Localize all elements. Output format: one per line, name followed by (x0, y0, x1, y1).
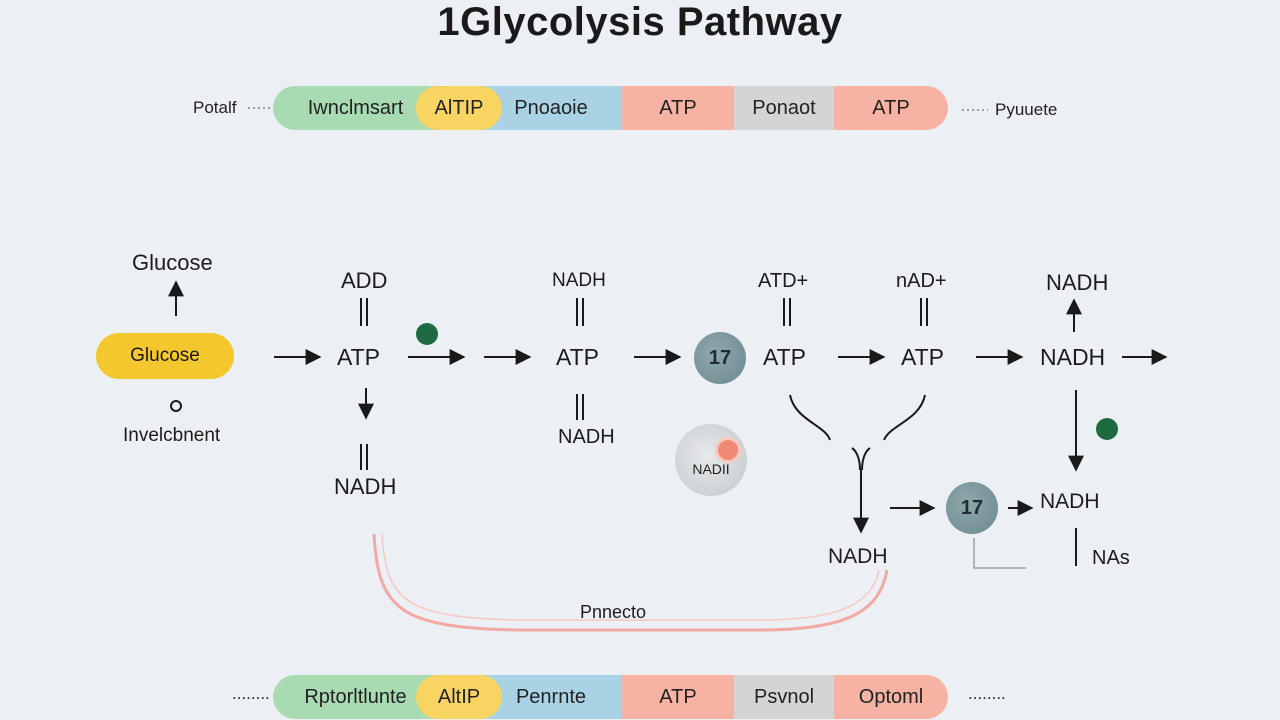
top-stage-bar: Iwnclmsart AlTIP Pnoaoie ATP Ponaot ATP (273, 86, 958, 130)
enzyme-node-2: 17 (946, 482, 998, 534)
nadh-1-label: NADH (334, 474, 397, 499)
nadh-2-label: NADH (558, 426, 615, 448)
nadh-circle-label: NADII (692, 461, 730, 477)
top-seg-5: Ponaot (734, 86, 834, 130)
top-bar-left-label: Potalf (193, 98, 237, 117)
atp-1-label: ATP (337, 344, 381, 370)
add-label: ADD (341, 268, 388, 293)
atp-3-label: ATP (763, 344, 807, 370)
glucose-pill: Glucose (96, 333, 234, 379)
top-bar-right-label: Pyuuete (995, 100, 1058, 119)
bottom-seg-6: Optoml (834, 675, 948, 719)
nadh-plus-label: NADH (552, 270, 606, 291)
top-seg-2: AlTIP (416, 86, 502, 130)
atd-plus-label: ATD+ (758, 270, 809, 292)
bottom-seg-2: AltIP (416, 675, 502, 719)
nas-label: NAs (1092, 547, 1130, 569)
loop-label: Pnnecto (580, 602, 647, 622)
atp-4-label: ATP (901, 344, 945, 370)
top-seg-6: ATP (834, 86, 948, 130)
red-marker (715, 437, 741, 463)
glucose-top-label: Glucose (132, 250, 213, 275)
small-node-icon (170, 400, 182, 412)
nadh-mid-label: NADH (1040, 344, 1106, 370)
bottom-seg-3: Penrnte (480, 675, 622, 719)
nadh-right-label: NADH (1040, 490, 1100, 513)
nadh-bottom-label: NADH (828, 545, 888, 568)
investment-label: Invelcbnent (123, 425, 221, 446)
bottom-bar-right-label: ........ (968, 684, 1006, 703)
diagram-title: 1Glycolysis Pathway (437, 0, 843, 44)
bottom-seg-1: Rptorltlunte (273, 675, 438, 719)
top-seg-4: ATP (622, 86, 734, 130)
bottom-seg-5: Psvnol (734, 675, 834, 719)
green-marker-1 (416, 323, 438, 345)
nadh-top-label: NADH (1046, 270, 1109, 295)
atp-2-label: ATP (556, 344, 600, 370)
nad-plus-label: nAD+ (896, 270, 947, 292)
top-seg-1: Iwnclmsart (273, 86, 438, 130)
bottom-stage-bar: Rptorltlunte AltIP Penrnte ATP Psvnol Op… (273, 675, 958, 719)
bottom-bar-left-label: ........ (232, 684, 270, 703)
green-marker-2 (1096, 418, 1118, 440)
bottom-seg-4: ATP (622, 675, 734, 719)
enzyme-node-1: 17 (694, 332, 746, 384)
top-seg-3: Pnoaoie (480, 86, 622, 130)
